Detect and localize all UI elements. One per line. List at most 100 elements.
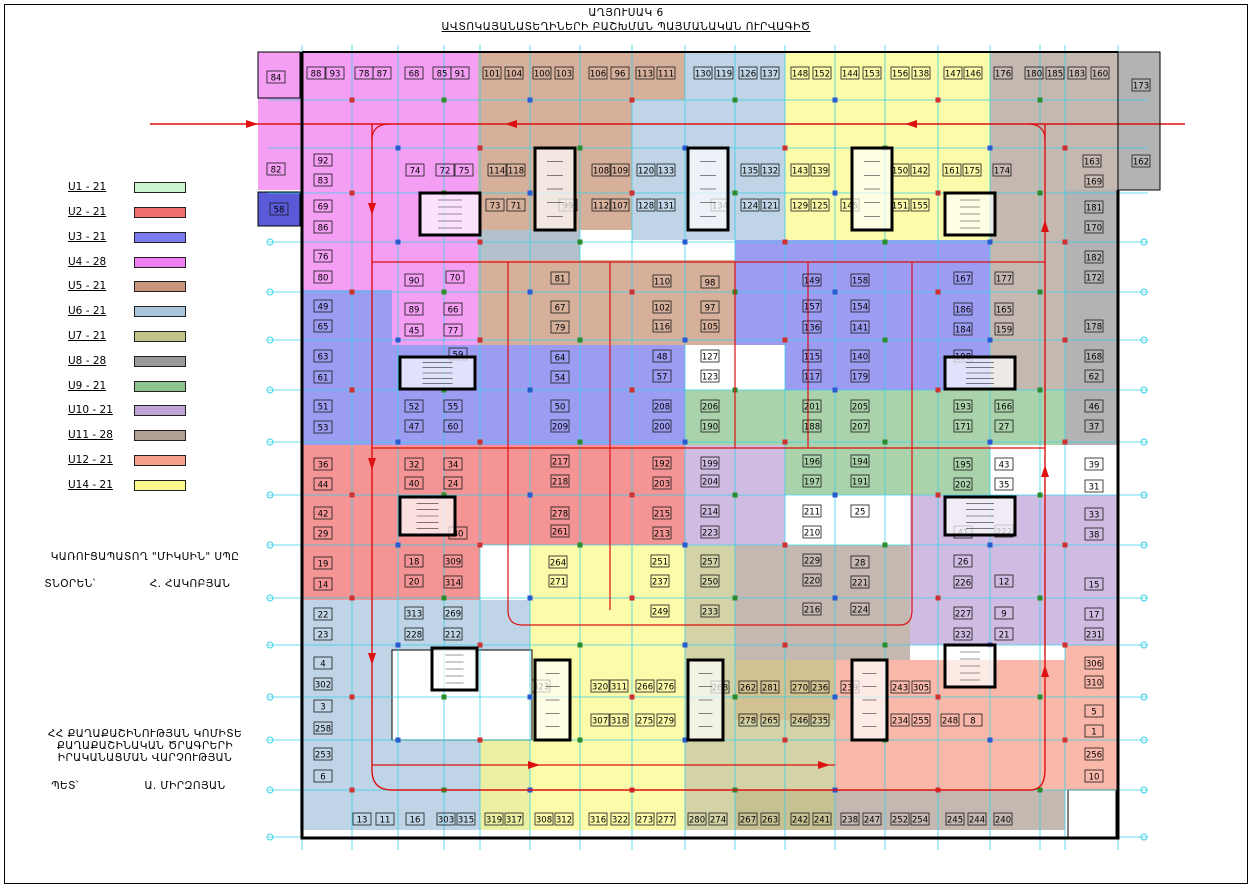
parking-space: 116 xyxy=(652,319,672,333)
space-number: 15 xyxy=(1089,581,1100,591)
zone-area xyxy=(990,52,1118,390)
parking-space: 320 xyxy=(590,679,610,693)
space-number: 177 xyxy=(996,275,1012,285)
space-number: 252 xyxy=(892,816,908,826)
parking-space: 109 xyxy=(610,163,630,177)
space-number: 25 xyxy=(855,508,866,518)
parking-space: 303 xyxy=(436,812,456,826)
space-number: 168 xyxy=(1086,353,1102,363)
parking-space: 42 xyxy=(313,506,333,520)
space-box xyxy=(1084,349,1104,363)
space-box xyxy=(404,273,424,287)
parking-space: 33 xyxy=(1084,507,1104,521)
parking-space: 61 xyxy=(313,370,333,384)
space-box xyxy=(550,474,570,488)
parking-space: 231 xyxy=(1084,627,1104,641)
column xyxy=(782,542,788,548)
space-number: 190 xyxy=(702,423,718,433)
space-number: 276 xyxy=(658,683,674,693)
parking-space: 153 xyxy=(862,66,882,80)
grid-marker xyxy=(266,786,274,794)
parking-space: 146 xyxy=(963,66,983,80)
builder-company: ԿԱՌՈՒՑԱՊԱՏՈՂ "ՄԻԿՍԻՆ" ՍՊԸ xyxy=(50,551,240,563)
space-number: 224 xyxy=(852,606,868,616)
column xyxy=(1062,337,1068,343)
column xyxy=(349,694,355,700)
parking-space: 162 xyxy=(1131,154,1151,168)
space-box xyxy=(1084,577,1104,591)
parking-space: 195 xyxy=(953,457,973,471)
space-number: 162 xyxy=(1133,158,1149,168)
space-number: 149 xyxy=(804,277,820,287)
space-number: 210 xyxy=(804,529,820,539)
space-number: 269 xyxy=(445,610,461,620)
space-box xyxy=(590,713,610,727)
parking-space: 38 xyxy=(1084,527,1104,541)
space-number: 64 xyxy=(555,354,566,364)
parking-space: 150 xyxy=(890,163,910,177)
space-number: 242 xyxy=(792,816,808,826)
space-box xyxy=(313,556,333,570)
space-number: 139 xyxy=(812,167,828,177)
parking-space: 167 xyxy=(953,271,973,285)
parking-space: 29 xyxy=(313,526,333,540)
aisle-line xyxy=(371,124,1046,791)
space-box xyxy=(760,198,780,212)
legend-label: U12 - 21 xyxy=(68,454,113,466)
parking-space: 218 xyxy=(550,474,570,488)
space-number: 105 xyxy=(702,323,718,333)
space-box xyxy=(850,399,870,413)
zone-area xyxy=(1118,52,1160,190)
column xyxy=(527,595,533,601)
parking-space: 249 xyxy=(650,604,670,618)
column xyxy=(782,337,788,343)
space-number: 322 xyxy=(612,816,628,826)
parking-space: 159 xyxy=(994,322,1014,336)
parking-space: 236 xyxy=(810,680,830,694)
space-number: 109 xyxy=(612,167,628,177)
committee-line-2: ՔԱՂԱՔԱՇԻՆԱԿԱՆ ԾՐԱԳՐԵՐԻ xyxy=(56,740,234,752)
space-box xyxy=(1045,66,1065,80)
zone-area xyxy=(685,390,1065,495)
space-number: 184 xyxy=(955,326,971,336)
stair-core xyxy=(943,191,997,237)
space-box xyxy=(313,370,333,384)
space-number: 137 xyxy=(762,70,778,80)
space-number: 62 xyxy=(1089,373,1100,383)
space-box xyxy=(550,454,570,468)
parking-space: 4 xyxy=(313,656,333,670)
column xyxy=(349,787,355,793)
parking-space: 194 xyxy=(850,454,870,468)
space-box xyxy=(994,477,1014,491)
parking-space: 170 xyxy=(1084,220,1104,234)
space-box xyxy=(790,713,810,727)
space-number: 82 xyxy=(271,166,282,176)
space-box xyxy=(760,812,780,826)
column xyxy=(882,542,888,548)
space-box xyxy=(635,713,655,727)
space-box xyxy=(994,419,1014,433)
parking-space: 98 xyxy=(700,275,720,289)
parking-space: 216 xyxy=(802,602,822,616)
space-box xyxy=(591,198,611,212)
space-box xyxy=(802,299,822,313)
parking-space: 179 xyxy=(850,369,870,383)
space-box xyxy=(812,812,832,826)
space-number: 160 xyxy=(1092,70,1108,80)
parking-space: 183 xyxy=(1067,66,1087,80)
space-number: 161 xyxy=(944,167,960,177)
parking-space: 132 xyxy=(760,163,780,177)
parking-space: 201 xyxy=(802,399,822,413)
parking-space: 154 xyxy=(850,299,870,313)
space-box xyxy=(700,456,720,470)
space-number: 212 xyxy=(445,631,461,641)
space-box xyxy=(1084,627,1104,641)
space-box xyxy=(700,369,720,383)
space-number: 209 xyxy=(552,423,568,433)
stair-core xyxy=(943,495,1017,537)
parking-space: 229 xyxy=(802,553,822,567)
parking-space: 316 xyxy=(588,812,608,826)
arrow-icon xyxy=(1041,220,1049,232)
space-box xyxy=(550,506,570,520)
space-number: 207 xyxy=(852,423,868,433)
